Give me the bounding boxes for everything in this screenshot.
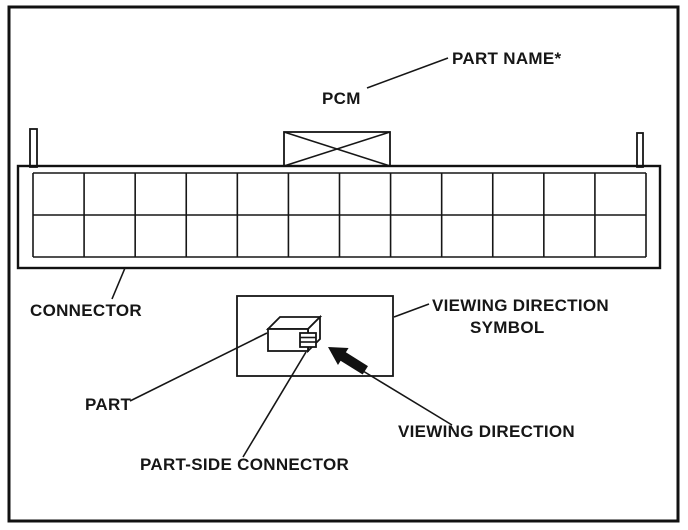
- mount-box-cross-line-2: [283, 131, 391, 167]
- leader-line-viewing-direction: [362, 370, 453, 426]
- part-side-connector-shape: [299, 332, 317, 348]
- viewing-direction-symbol-label-line2: SYMBOL: [470, 318, 545, 337]
- connector-right-tab: [636, 132, 644, 168]
- leader-line-part: [129, 332, 268, 402]
- part-side-connector-label: PART-SIDE CONNECTOR: [140, 455, 349, 474]
- leader-line-part-name: [366, 57, 449, 89]
- viewing-direction-arrow: [328, 347, 368, 375]
- connector-left-tab: [29, 128, 38, 168]
- pcm-label: PCM: [322, 89, 361, 108]
- connector-outline: [16, 164, 662, 270]
- leader-line-connector: [111, 267, 126, 300]
- page-border: [7, 5, 680, 523]
- part-label: PART: [85, 395, 132, 414]
- part-name-label: PART NAME*: [452, 49, 561, 68]
- leader-line-viewing-direction-symbol: [393, 303, 430, 318]
- viewing-direction-label: VIEWING DIRECTION: [398, 422, 575, 441]
- connector-label: CONNECTOR: [30, 301, 142, 320]
- leader-line-part-side-connector: [242, 351, 307, 458]
- viewing-direction-symbol-label-line1: VIEWING DIRECTION: [432, 296, 609, 315]
- connector-grid: [32, 172, 647, 258]
